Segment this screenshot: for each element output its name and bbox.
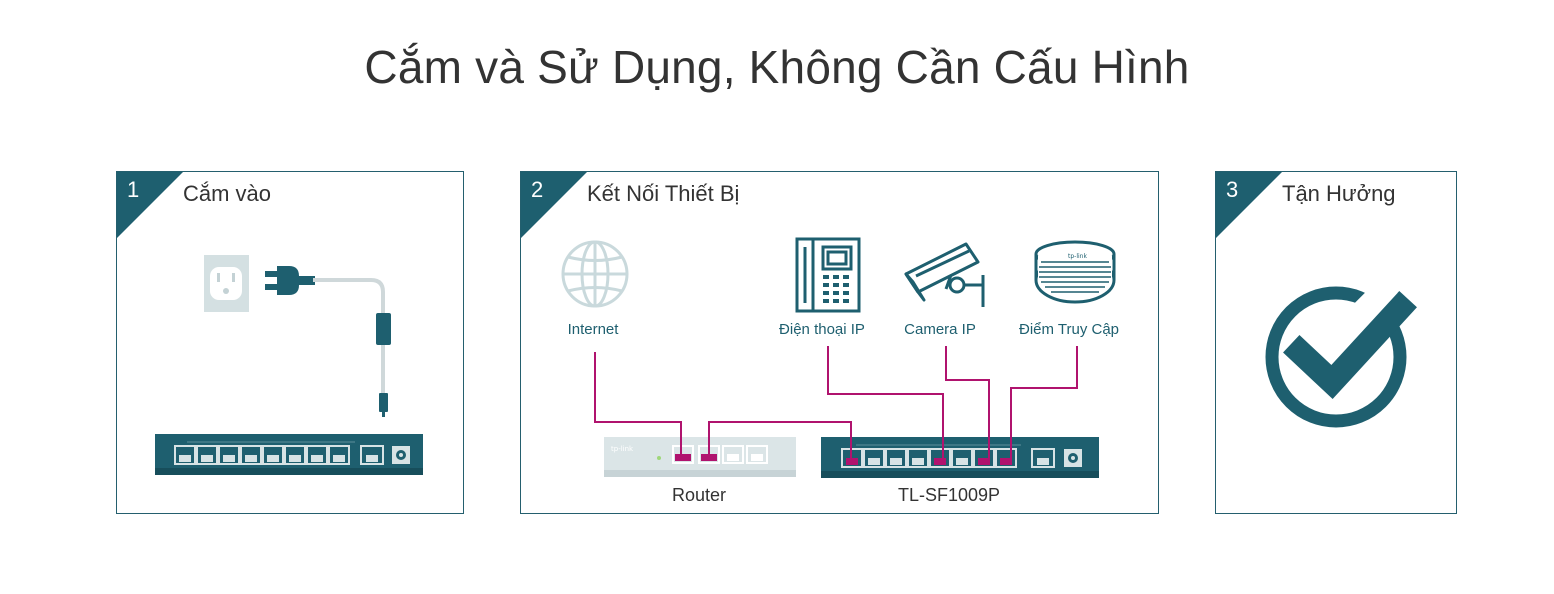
router-label: Router [671, 485, 727, 505]
globe-icon [561, 240, 629, 308]
step-3-number: 3 [1226, 177, 1239, 202]
step-1-title: Cắm vào [183, 181, 272, 206]
internet-label: Internet [567, 321, 619, 338]
step-1-panel: 1 Cắm vào [116, 171, 464, 514]
router: tp-link [604, 437, 796, 477]
switch-1 [155, 434, 423, 475]
page-title: Cắm và Sử Dụng, Không Cần Cấu Hình [364, 41, 1190, 93]
step-3-title: Tận Hưởng [1282, 181, 1396, 206]
checkmark-circle-icon [1265, 266, 1420, 428]
step-1-number: 1 [127, 177, 140, 202]
step-2-number: 2 [531, 177, 544, 202]
svg-text:tp-link: tp-link [611, 445, 634, 453]
svg-text:tp-link: tp-link [1068, 253, 1087, 260]
access-point-icon: tp-link [1034, 240, 1116, 304]
access-point-label: Điểm Truy Cập [1018, 321, 1120, 338]
step-2-title: Kết Nối Thiết Bị [587, 181, 740, 206]
ip-phone-icon [795, 237, 861, 313]
switch-model-label: TL-SF1009P [897, 485, 1001, 505]
switch-2 [821, 437, 1099, 478]
connect-devices-illustration: tp-link tp-link [561, 237, 1116, 478]
ip-camera-icon [904, 242, 985, 307]
ip-camera-label: Camera IP [904, 321, 976, 338]
step-3-panel: 3 Tận Hưởng [1215, 171, 1457, 514]
step-2-panel: 2 Kết Nối Thiết Bị [520, 171, 1159, 514]
ip-phone-label: Điện thoại IP [779, 321, 865, 338]
power-outlet-icon [204, 255, 249, 312]
power-plug-icon [265, 266, 315, 295]
plug-in-illustration [155, 255, 423, 475]
connection-cables [594, 346, 1078, 458]
